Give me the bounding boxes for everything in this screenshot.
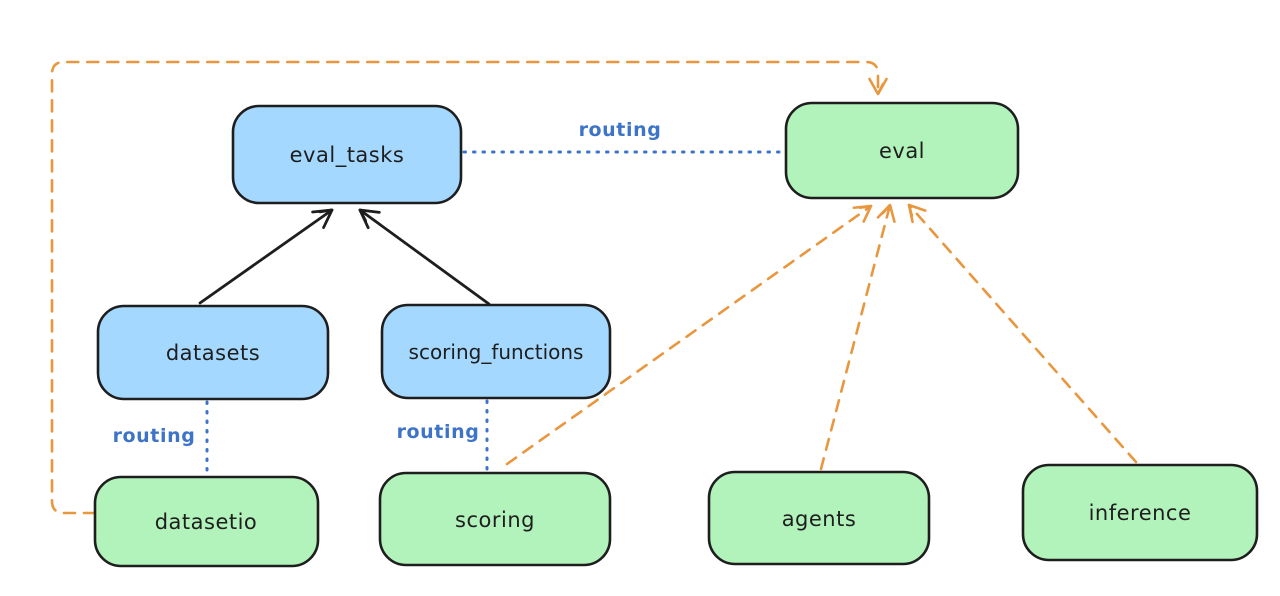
node-agents: agents [707,470,931,566]
node-datasetio: datasetio [93,475,320,568]
node-label-scoring-functions: scoring_functions [409,340,584,364]
node-box-datasets [96,304,330,401]
edge-scoring-to-eval [505,204,873,466]
edge-agents-to-eval [819,203,896,471]
node-inference: inference [1021,463,1259,562]
node-datasets: datasets [96,304,330,401]
node-box-agents [707,470,931,566]
node-label-scoring: scoring [455,508,535,532]
edge-inference-to-eval [907,203,1138,464]
node-scoring: scoring [378,471,612,567]
node-label-eval-tasks: eval_tasks [290,143,405,168]
node-box-eval-tasks [231,104,463,205]
node-box-datasetio [93,475,320,568]
node-label-datasetio: datasetio [155,510,258,534]
node-box-inference [1021,463,1259,562]
edge-scoring-functions-to-eval-tasks [358,208,491,306]
node-eval: eval [784,101,1020,200]
node-label-inference: inference [1089,501,1192,525]
routing-label-eval-tasks-eval: routing [579,119,662,141]
node-box-scoring [378,471,612,567]
node-label-agents: agents [782,507,857,531]
edge-datasets-to-eval-tasks [198,208,334,305]
routing-label-scoring-functions-scoring: routing [397,421,480,443]
node-box-eval [784,101,1020,200]
node-label-eval: eval [879,139,925,163]
node-eval-tasks: eval_tasks [231,104,463,205]
edge-datasetio-to-eval [50,60,888,515]
node-label-datasets: datasets [166,341,260,365]
routing-label-datasets-datasetio: routing [113,425,196,447]
node-box-scoring-functions [380,303,612,400]
node-scoring-functions: scoring_functions [380,303,612,400]
